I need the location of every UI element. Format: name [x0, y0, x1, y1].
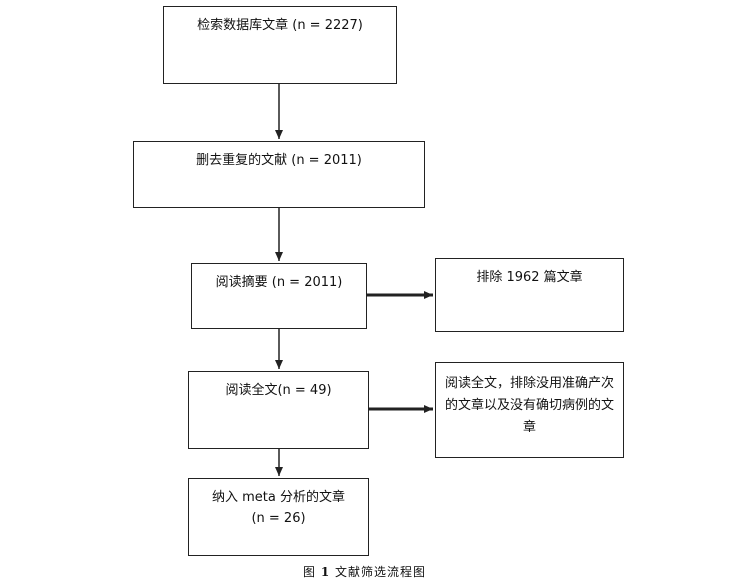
fulltext-review-text: 阅读全文(n = 49): [225, 383, 332, 398]
remove-duplicates-box: 删去重复的文献 (n = 2011): [133, 141, 425, 208]
abstract-screening-text: 阅读摘要 (n = 2011): [215, 275, 343, 290]
search-records-box: 检索数据库文章 (n = 2227): [163, 6, 397, 84]
caption-text: 文献筛选流程图: [335, 565, 427, 579]
included-studies-line2: (n = 26): [251, 511, 306, 526]
fulltext-review-box: 阅读全文(n = 49): [188, 371, 369, 449]
caption-number: 1: [320, 565, 331, 579]
excluded-abstract-box: 排除 1962 篇文章: [435, 258, 624, 332]
search-records-text: 检索数据库文章 (n = 2227): [197, 18, 363, 33]
excluded-fulltext-box: 阅读全文，排除没用准确产次的文章以及没有确切病例的文章: [435, 362, 624, 458]
included-studies-line1: 纳入 meta 分析的文章: [212, 490, 345, 505]
remove-duplicates-text: 删去重复的文献 (n = 2011): [196, 153, 362, 168]
figure-caption: 图 1 文献筛选流程图: [0, 563, 729, 580]
included-studies-box: 纳入 meta 分析的文章 (n = 26): [188, 478, 369, 556]
caption-label: 图: [302, 565, 316, 579]
excluded-fulltext-text: 阅读全文，排除没用准确产次的文章以及没有确切病例的文章: [444, 376, 614, 435]
excluded-abstract-text: 排除 1962 篇文章: [476, 270, 583, 285]
abstract-screening-box: 阅读摘要 (n = 2011): [191, 263, 367, 329]
